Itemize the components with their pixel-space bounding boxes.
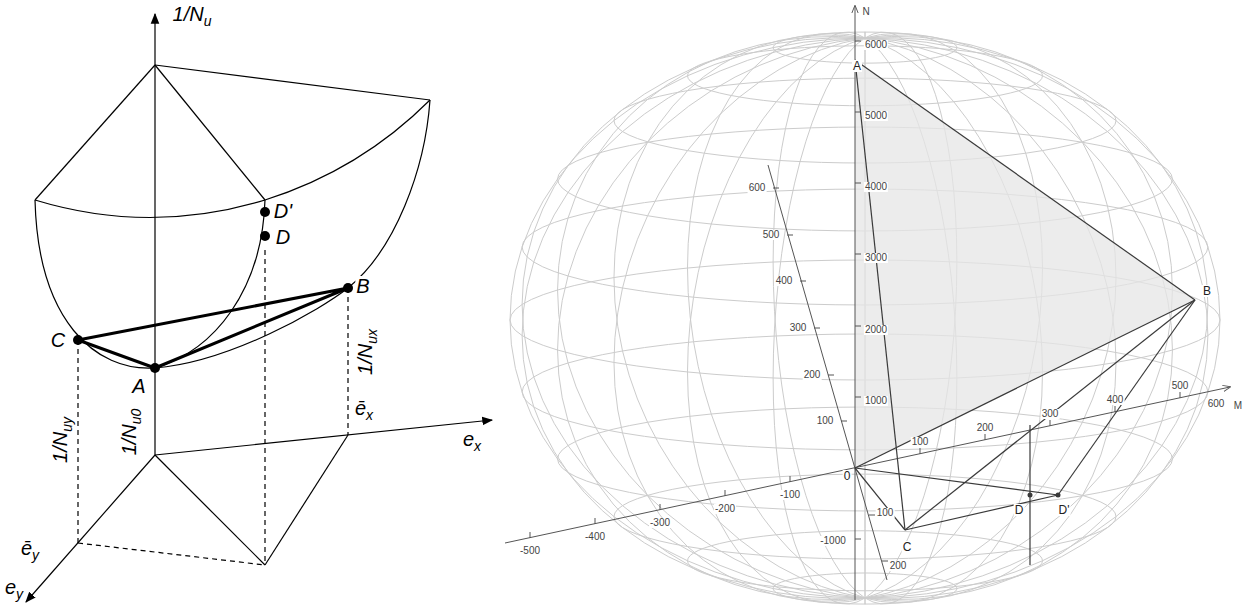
inverse-n-axis	[154, 14, 155, 455]
tick-label: -200	[714, 504, 736, 514]
tick-label: -1000	[819, 536, 847, 546]
tick-label: 4000	[864, 182, 888, 192]
tick-label: 100	[816, 416, 835, 426]
point-label: C	[50, 330, 66, 350]
tick-label: 1000	[864, 396, 888, 406]
point-dot	[1056, 493, 1061, 498]
tick-label: -100	[779, 490, 801, 500]
point-label: D'	[1058, 504, 1071, 516]
dimension-label: 1/Nuy	[50, 416, 73, 464]
tick-label: 200	[976, 423, 995, 433]
ey-axis	[26, 455, 155, 602]
tick-label: 300	[1041, 409, 1060, 419]
tick-label: 400	[1106, 395, 1125, 405]
depth-axis	[768, 165, 887, 580]
dimension-label: ēy	[20, 538, 40, 561]
axis-label: ey	[4, 577, 24, 600]
point-dot	[1028, 493, 1033, 498]
point-label: D	[1014, 504, 1025, 516]
tick-label: 300	[789, 323, 808, 333]
tick-label: -400	[584, 532, 606, 542]
surface-points	[73, 207, 353, 373]
axis-label: 1/Nu	[172, 4, 213, 27]
tick-label: 500	[762, 230, 781, 240]
wireframe-line	[522, 38, 865, 598]
tick-label: 600	[1207, 399, 1226, 409]
plane-triangle	[78, 288, 348, 368]
wireframe-line	[688, 38, 866, 603]
tick-label: 2000	[864, 325, 888, 335]
wireframe-line	[773, 32, 865, 598]
point-label: D	[275, 227, 291, 247]
point-label: 0	[843, 470, 852, 482]
tick-label: 5000	[864, 111, 888, 121]
wireframe-line	[522, 38, 865, 598]
tick-label: 3000	[864, 253, 888, 263]
wireframe-line	[614, 38, 865, 601]
point-label: A	[131, 376, 146, 396]
point-label: C	[902, 541, 913, 553]
axes-3d	[505, 6, 1230, 600]
m-axis	[505, 387, 1230, 543]
tick-label: -300	[649, 518, 671, 528]
failure-surface	[35, 14, 430, 455]
point-label: A	[852, 60, 862, 72]
tick-label: 600	[748, 183, 767, 193]
tick-label: 100	[911, 437, 930, 447]
axis-label: ex	[462, 429, 482, 452]
point-label: B	[355, 276, 370, 296]
wireframe-line	[688, 33, 866, 598]
axis-label: M	[1233, 401, 1243, 411]
tick-label: 500	[1171, 381, 1190, 391]
ex-axis	[155, 420, 492, 455]
tick-label: 6000	[864, 40, 888, 50]
dimension-label: 1/Nu0	[119, 408, 142, 457]
axis-label: N	[861, 7, 870, 17]
point-label: D'	[273, 201, 293, 221]
tick-label: -500	[519, 546, 541, 556]
n-axis	[855, 6, 856, 600]
shaded-plane	[855, 60, 1195, 468]
construction-lines	[855, 60, 1195, 565]
base-plane	[26, 250, 492, 602]
tick-label: 200	[889, 561, 908, 571]
tick-label: 100	[876, 508, 895, 518]
tick-label: 400	[775, 276, 794, 286]
dimension-label: ēx	[354, 398, 374, 421]
tick-label: 200	[803, 370, 822, 380]
point-label: B	[1202, 285, 1212, 297]
tick-marks	[530, 41, 1180, 561]
dimension-label: 1/Nux	[355, 328, 378, 376]
wireframe-line	[614, 35, 865, 598]
wireframe-line	[558, 38, 865, 600]
wireframe-surface	[510, 32, 1220, 604]
